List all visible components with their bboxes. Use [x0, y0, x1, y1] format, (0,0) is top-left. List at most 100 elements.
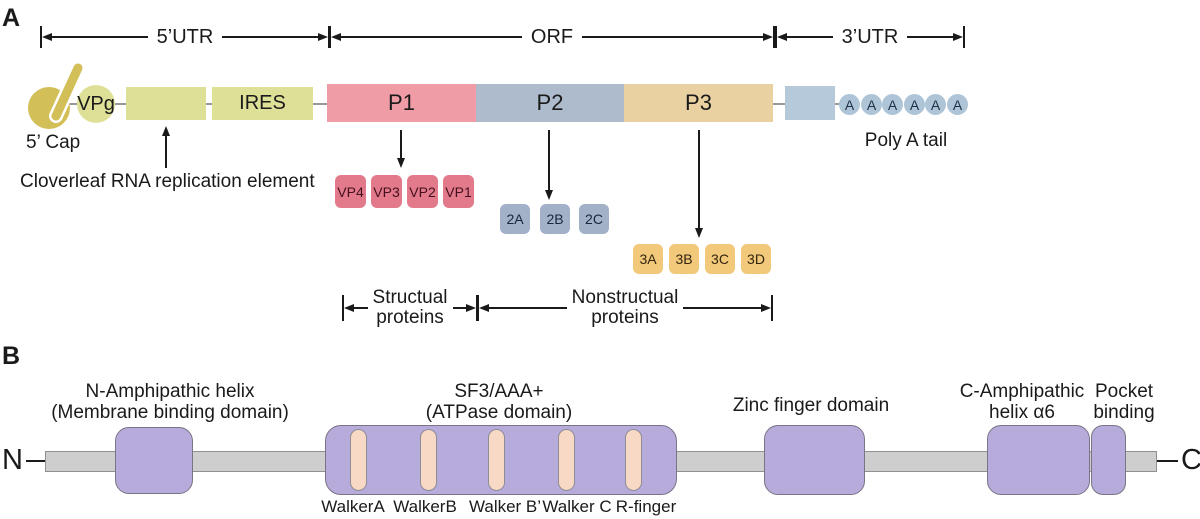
tick	[963, 26, 966, 48]
n-terminus-label: N	[2, 444, 23, 476]
arrow-line	[548, 130, 550, 190]
zinc-finger-domain-box	[764, 425, 865, 495]
five-prime-cap-icon	[28, 61, 85, 129]
tick	[775, 26, 777, 48]
protein-3c-box: 3C	[705, 244, 735, 274]
span-label-orf: ORF	[530, 25, 574, 48]
p2-arrow	[544, 130, 554, 200]
arrowhead-left-icon	[344, 304, 354, 312]
arrow-line	[400, 130, 402, 158]
protein-2b-box: 2B	[540, 204, 570, 234]
n-amphipathic-label-line2: (Membrane binding domain)	[51, 402, 289, 423]
arrow-line	[354, 307, 368, 309]
protein-3a-box: 3A	[633, 244, 663, 274]
polya-circle: A	[861, 94, 882, 115]
nonstructural-label: Nonstructual proteins	[572, 288, 679, 328]
arrowhead-right-icon	[466, 304, 477, 312]
arrow-line	[698, 130, 700, 228]
structural-label-line2: proteins	[376, 307, 444, 328]
arrowhead-down-icon	[397, 158, 405, 168]
walker-b-prime-label: Walker B’	[468, 497, 542, 516]
pocket-binding-label-line1: Pocket	[1094, 381, 1154, 402]
span-label-5utr: 5’UTR	[156, 25, 214, 48]
n-amphipathic-domain-box	[115, 427, 193, 494]
c-amphipathic-label-line2: helix α6	[989, 402, 1055, 423]
cloverleaf-arrow	[161, 126, 171, 168]
arrow-line	[165, 136, 167, 168]
arrow-line	[452, 307, 467, 309]
sf3-label-line2: (ATPase domain)	[425, 402, 573, 423]
arrowhead-left-icon	[777, 33, 787, 41]
pocket-binding-domain-box	[1091, 425, 1126, 495]
nonstructural-label-line1: Nonstructual	[571, 287, 679, 308]
three-utr-box	[785, 86, 835, 120]
protein-3d-box: 3D	[741, 244, 771, 274]
arrow-line	[683, 307, 762, 309]
arrowhead-left-icon	[42, 33, 52, 41]
arrow-line	[341, 36, 522, 38]
sf3-label: SF3/AAA+ (ATPase domain)	[426, 381, 572, 423]
n-terminus-line	[26, 460, 45, 462]
arrowhead-left-icon	[479, 304, 489, 312]
protein-2a-box: 2A	[500, 204, 530, 234]
walker-a-label: WalkerA	[321, 497, 385, 516]
arrowhead-down-icon	[545, 190, 553, 200]
protein-3b-box: 3B	[669, 244, 699, 274]
arrow-line	[787, 36, 833, 38]
pocket-binding-label-line2: binding	[1093, 402, 1155, 423]
ires-box: IRES	[212, 87, 313, 120]
walker-c-stripe	[558, 429, 575, 491]
arrow-line	[582, 36, 763, 38]
arrow-line	[52, 36, 148, 38]
walker-b-label: WalkerB	[393, 497, 457, 516]
walker-b-prime-stripe	[488, 429, 505, 491]
polya-circle: A	[925, 94, 946, 115]
structural-span: Structual proteins	[342, 288, 479, 328]
p3-arrow	[694, 130, 704, 238]
arrowhead-right-icon	[761, 304, 772, 312]
polya-circle: A	[904, 94, 925, 115]
tick	[477, 295, 479, 321]
c-amphipathic-label-line1: C-Amphipathic	[959, 381, 1085, 402]
panel-b-label: B	[2, 342, 21, 370]
r-finger-stripe	[625, 429, 642, 491]
zinc-finger-label: Zinc finger domain	[732, 395, 890, 416]
vp1-box: VP1	[443, 175, 474, 208]
span-orf: ORF	[329, 26, 775, 48]
polya-circle: A	[882, 94, 903, 115]
sf3-label-line1: SF3/AAA+	[454, 381, 544, 402]
p1-arrow	[396, 130, 406, 168]
p2-region: P2	[476, 84, 624, 122]
arrow-line	[907, 36, 954, 38]
arrowhead-left-icon	[331, 33, 341, 41]
nonstructural-label-line2: proteins	[591, 307, 659, 328]
walker-a-stripe	[350, 429, 367, 491]
arrowhead-down-icon	[695, 228, 703, 238]
walker-c-label: Walker C	[542, 497, 612, 516]
vp2-box: VP2	[407, 175, 438, 208]
span-5utr: 5’UTR	[40, 25, 331, 48]
c-terminus-line	[1157, 460, 1178, 462]
tick	[773, 26, 775, 48]
walker-b-stripe	[420, 429, 437, 491]
cap-label: 5’ Cap	[26, 132, 81, 153]
polya-circle: A	[839, 94, 860, 115]
n-amphipathic-label: N-Amphipathic helix (Membrane binding do…	[51, 381, 289, 423]
panel-a-label: A	[2, 4, 21, 32]
c-amphipathic-label: C-Amphipathic helix α6	[960, 381, 1085, 423]
cloverleaf-box	[126, 87, 206, 120]
cloverleaf-label: Cloverleaf RNA replication element	[20, 171, 315, 192]
arrow-line	[489, 307, 567, 309]
arrowhead-right-icon	[763, 33, 773, 41]
arrowhead-right-icon	[953, 33, 964, 41]
p3-region: P3	[624, 84, 773, 122]
c-terminus-label: C	[1181, 444, 1200, 476]
span-label-3utr: 3’UTR	[841, 25, 899, 48]
vp3-box: VP3	[371, 175, 402, 208]
structural-label-line1: Structual	[372, 287, 448, 308]
arrow-line	[222, 36, 319, 38]
protein-2c-box: 2C	[579, 204, 609, 234]
polya-circle: A	[947, 94, 968, 115]
vpg-circle: VPg	[77, 85, 115, 123]
